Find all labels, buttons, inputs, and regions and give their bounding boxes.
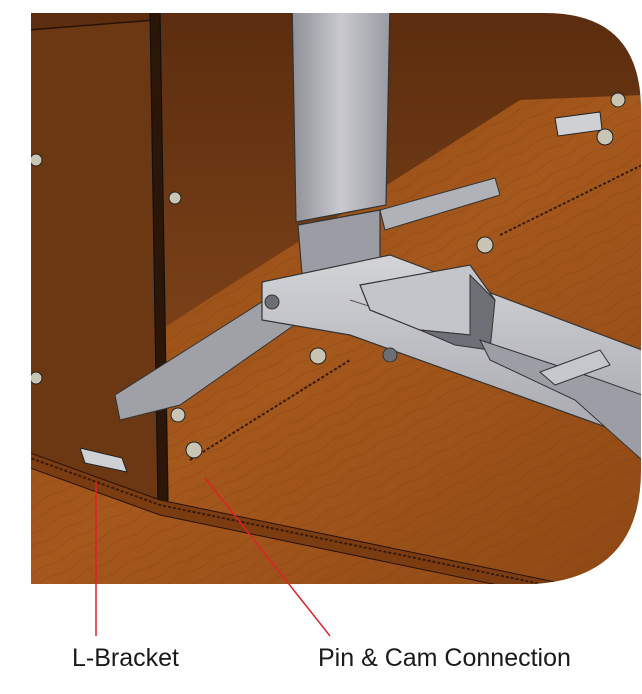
callout-line-pin-cam [204, 477, 331, 637]
motor-side [419, 273, 496, 351]
leg-column-upper [291, 12, 391, 223]
cam-pin [185, 441, 203, 459]
left-side-panel [30, 19, 161, 502]
inner-rail [479, 339, 642, 462]
cam-pin [309, 347, 327, 365]
cam-pins [30, 92, 626, 459]
mounting-plate-rear [379, 177, 501, 231]
cross-beam [261, 254, 642, 441]
image-frame [29, 11, 642, 586]
cam-pin [30, 153, 43, 167]
beam-hole [264, 294, 280, 310]
cam-pin [30, 371, 43, 385]
l-bracket-front [79, 447, 128, 473]
cam-pin [596, 128, 614, 146]
cam-pin [610, 92, 626, 108]
callout-label-pin-cam-connection: Pin & Cam Connection [318, 644, 571, 672]
callout-label-l-bracket: L-Bracket [72, 644, 179, 672]
rail-clip [539, 349, 611, 386]
scene [30, 12, 642, 585]
cam-pin [170, 407, 186, 423]
cam-pin [476, 236, 494, 254]
mounting-plate [114, 299, 332, 421]
cam-pin [168, 191, 182, 205]
beam-hole [382, 347, 398, 363]
